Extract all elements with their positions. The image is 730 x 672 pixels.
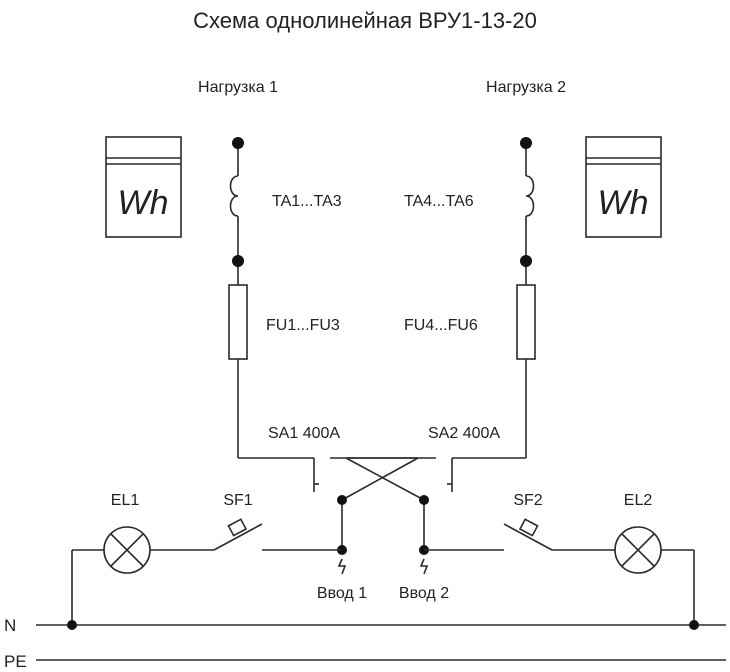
neutral-node-left xyxy=(67,620,77,630)
changeover-switches xyxy=(313,457,453,550)
input-terminals xyxy=(337,545,429,575)
breaker-left-label: SF1 xyxy=(223,492,252,509)
breaker-left-box xyxy=(227,518,248,537)
neutral-label: N xyxy=(4,616,16,635)
ct-left-coil xyxy=(229,175,239,217)
meter-right: Wh xyxy=(585,136,662,238)
lamp-left-cross-b xyxy=(110,533,144,567)
ct-right-coil xyxy=(525,175,535,217)
input-1-label: Ввод 1 xyxy=(317,585,367,602)
ct-right-label: TA4...TA6 xyxy=(404,193,474,210)
right-load-node xyxy=(520,137,532,149)
fuse-left-label: FU1...FU3 xyxy=(266,317,340,334)
lamp-right-label: EL2 xyxy=(624,492,653,509)
meter-right-label: Wh xyxy=(598,184,649,222)
meter-left-label: Wh xyxy=(118,184,169,222)
fuse-left xyxy=(228,284,248,360)
sa1-pivot xyxy=(337,495,347,505)
load-2-label: Нагрузка 2 xyxy=(486,79,566,96)
lighting-left xyxy=(71,518,342,625)
breaker-right-box xyxy=(518,518,539,537)
meter-left-body xyxy=(105,136,182,238)
input-2-arrow xyxy=(419,558,429,575)
right-feeder xyxy=(452,137,536,459)
breaker-right-label: SF2 xyxy=(513,492,542,509)
sa1-blade xyxy=(341,457,419,501)
input-2-label: Ввод 2 xyxy=(399,585,449,602)
load-1-label: Нагрузка 1 xyxy=(198,79,278,96)
sa2-pivot xyxy=(419,495,429,505)
lamp-left-label: EL1 xyxy=(111,492,140,509)
neutral-node-right xyxy=(689,620,699,630)
left-load-node xyxy=(232,137,244,149)
switch-right-label: SA2 400A xyxy=(428,425,500,442)
input-1-arrow xyxy=(337,558,347,575)
breaker-left-blade xyxy=(213,523,263,551)
meter-right-body xyxy=(585,136,662,238)
breaker-right-blade xyxy=(503,523,553,551)
switch-left-label: SA1 400A xyxy=(268,425,340,442)
meter-left: Wh xyxy=(105,136,182,238)
right-ct-node xyxy=(520,255,532,267)
pe-label: PE xyxy=(4,652,27,671)
ct-left-label: TA1...TA3 xyxy=(272,193,342,210)
lamp-right-cross-b xyxy=(621,533,655,567)
left-feeder xyxy=(228,137,314,459)
sa2-blade xyxy=(345,457,425,501)
fuse-right xyxy=(516,284,536,360)
diagram-title: Схема однолинейная ВРУ1-13-20 xyxy=(193,8,537,33)
lighting-right xyxy=(424,518,695,625)
left-ct-node xyxy=(232,255,244,267)
fuse-right-label: FU4...FU6 xyxy=(404,317,478,334)
